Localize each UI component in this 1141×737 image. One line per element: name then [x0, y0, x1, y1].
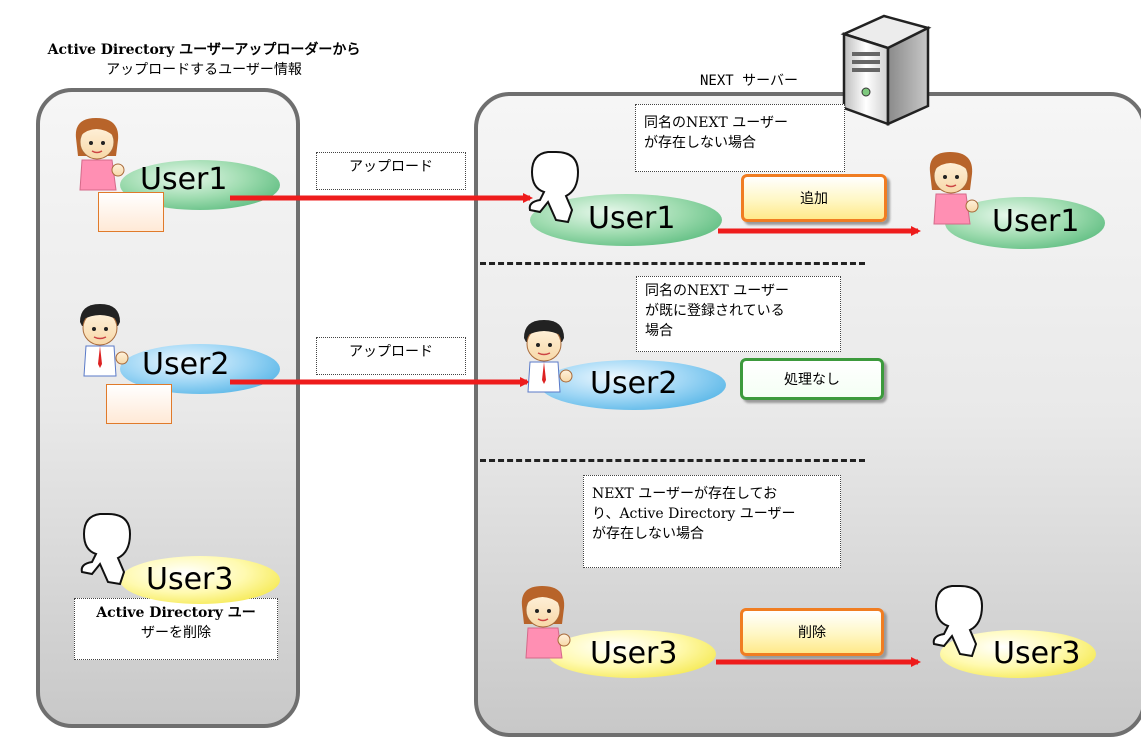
- right-user2-tag: [540, 360, 726, 410]
- right-user3-to-label: User3: [993, 636, 1081, 671]
- silhouette-icon: [932, 585, 984, 658]
- man-icon: [80, 304, 129, 377]
- delete-ad-user-note: Active Directory ユー ザーを削除: [74, 598, 278, 660]
- left-user3-tag: [120, 556, 280, 604]
- silhouette-icon: [80, 513, 132, 586]
- diagram-title: Active Directory ユーザーアップローダーから アップロードするユ…: [4, 40, 404, 80]
- right-user1-from-label: User1: [588, 201, 676, 236]
- no-action-button: 処理なし: [740, 358, 884, 400]
- case2-note: 同名のNEXT ユーザー が既に登録されている 場合: [636, 276, 841, 352]
- left-user3-label: User3: [146, 562, 234, 597]
- right-user3-from-tag: [548, 630, 716, 678]
- title-line1: Active Directory ユーザーアップローダーから: [47, 42, 361, 58]
- document-icon: [98, 192, 164, 232]
- case3-note: NEXT ユーザーが存在してお り、Active Directory ユーザー …: [583, 475, 841, 568]
- divider-1: [480, 262, 865, 265]
- right-user3-from-label: User3: [590, 636, 678, 671]
- upload-label-1: アップロード: [316, 152, 466, 190]
- woman-icon: [521, 586, 571, 659]
- right-user1-to-label: User1: [992, 204, 1080, 239]
- delete-action-button: 削除: [740, 608, 884, 656]
- man-icon: [524, 320, 573, 393]
- woman-icon: [929, 152, 979, 225]
- divider-2: [480, 459, 865, 462]
- server-icon: [840, 14, 932, 126]
- case1-note: 同名のNEXT ユーザー が存在しない場合: [635, 104, 845, 172]
- left-user2-label: User2: [142, 347, 230, 382]
- title-line2: アップロードするユーザー情報: [106, 62, 302, 78]
- server-label: NEXT サーバー: [700, 73, 799, 89]
- woman-icon: [75, 118, 125, 191]
- right-user2-label: User2: [590, 366, 678, 401]
- left-user1-label: User1: [140, 162, 228, 197]
- silhouette-icon: [528, 151, 580, 224]
- upload-label-2: アップロード: [316, 337, 466, 375]
- document-icon: [106, 384, 172, 424]
- add-action-button: 追加: [741, 174, 887, 222]
